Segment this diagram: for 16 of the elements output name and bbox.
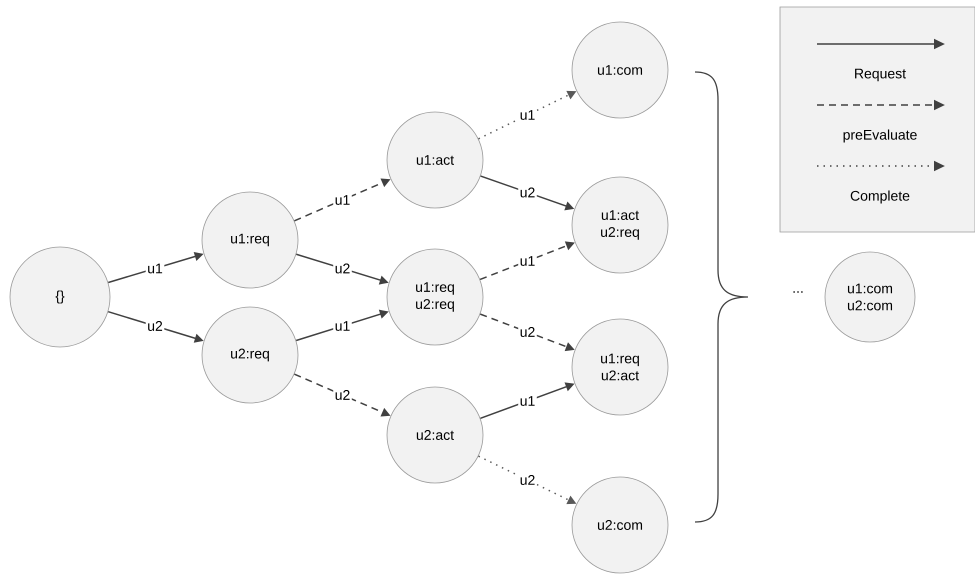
edge-label: u1 — [518, 394, 537, 408]
edge-label: u2 — [146, 320, 164, 332]
edge-label: u2 — [333, 388, 352, 402]
edge-label: u1 — [333, 194, 352, 206]
ellipsis: ... — [793, 291, 803, 293]
edge-label: u1 — [518, 108, 537, 122]
edge-label: u1 — [518, 254, 537, 268]
edge-label: u2 — [518, 326, 537, 338]
legend-text: Request — [855, 68, 906, 82]
legend-text: Complete — [850, 190, 910, 204]
edge-label: u1 — [146, 262, 164, 275]
edge-label: u2 — [333, 262, 352, 275]
edge-label: u2 — [518, 186, 537, 199]
legend-text: preEvaluate — [844, 129, 917, 143]
edge-label: u1 — [333, 320, 352, 332]
edge-label: u2 — [518, 474, 537, 486]
